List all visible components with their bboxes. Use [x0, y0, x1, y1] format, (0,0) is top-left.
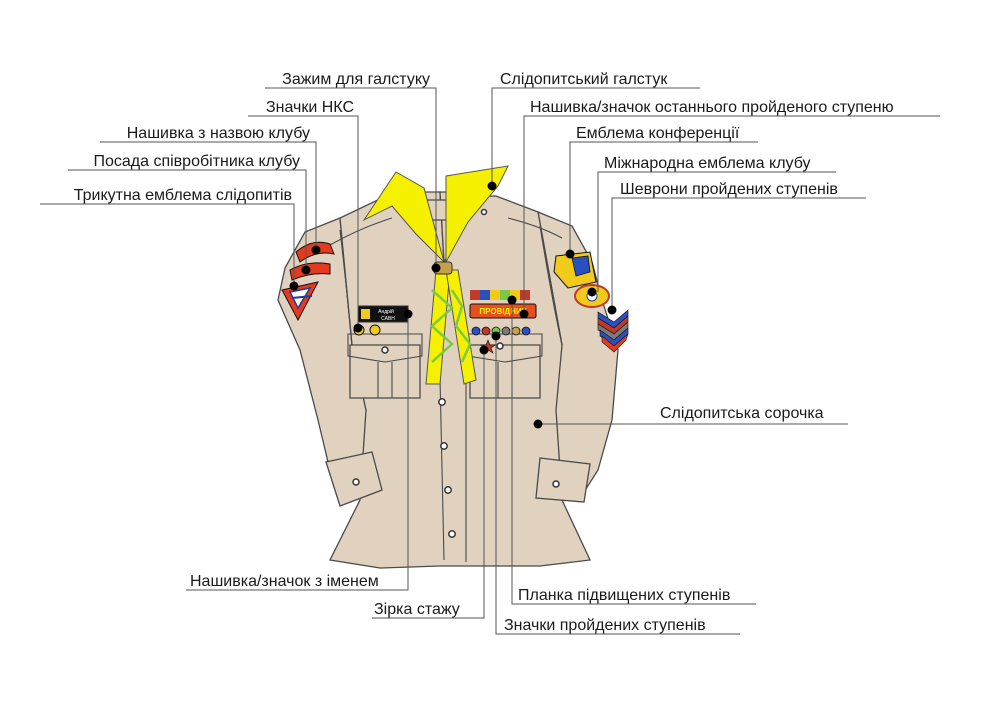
front-button-3	[444, 486, 452, 494]
marker-pathfinder-tie	[487, 181, 497, 191]
marker-pathfinder-shirt	[533, 419, 543, 429]
label-name-patch: Нашивка/значок з іменем	[190, 573, 379, 590]
class-chevrons-drawing	[597, 309, 629, 353]
leader-name-patch	[186, 314, 409, 591]
label-completed-class-badges: Значки пройдених ступенів	[504, 617, 706, 634]
bar-segment-5	[510, 290, 520, 300]
marker-triangle-emblem	[289, 281, 299, 291]
leader-completed-class-badges	[495, 336, 740, 635]
leader-club-staff-position	[68, 169, 307, 270]
placket-line-left	[439, 377, 445, 561]
left-armhole	[339, 229, 353, 346]
chevron-5	[601, 333, 629, 353]
front-button-4	[448, 530, 456, 538]
label-pathfinder-tie: Слідопитський галстук	[500, 71, 668, 88]
class-badge-2	[481, 326, 491, 336]
label-international-club-emblem: Міжнародна емблема клубу	[604, 155, 811, 172]
label-tie-clip: Зажим для галстуку	[282, 71, 430, 88]
marker-tie-clip	[431, 263, 441, 273]
label-conference-emblem: Емблема конференції	[576, 125, 740, 142]
leader-last-class-patch	[523, 115, 940, 314]
collar-button	[480, 208, 488, 216]
label-last-class-patch: Нашивка/значок останнього пройденого сту…	[530, 99, 894, 116]
leader-advanced-class-bar	[511, 300, 756, 605]
right-armhole	[539, 225, 563, 346]
pathfinder-shirt-drawing	[277, 191, 619, 569]
marker-advanced-class-bar	[507, 295, 517, 305]
marker-conference-emblem	[565, 249, 575, 259]
label-pathfinder-shirt: Слідопитська сорочка	[660, 405, 824, 422]
label-service-star: Зірка стажу	[374, 601, 460, 618]
conference-emblem-shield	[571, 255, 591, 277]
left-shoulder-seam	[329, 217, 393, 246]
marker-service-star	[479, 345, 489, 355]
right-cuff	[535, 457, 591, 503]
class-badge-6	[521, 326, 531, 336]
label-nks-badges: Значки НКС	[266, 99, 354, 116]
leader-club-name-patch	[100, 141, 317, 250]
nks-badge-2	[369, 324, 381, 336]
label-advanced-class-bar: Планка підвищених ступенів	[518, 587, 730, 604]
label-club-staff-position: Посада співробітника клубу	[93, 153, 300, 170]
front-button-2	[440, 442, 448, 450]
leader-nks-badges	[248, 115, 359, 328]
bar-segment-4	[500, 290, 510, 300]
marker-completed-class-badges	[491, 331, 501, 341]
marker-club-staff-position	[301, 265, 311, 275]
leader-class-chevrons	[611, 197, 866, 310]
left-pocket-pleat	[377, 362, 393, 398]
front-button-1	[438, 398, 446, 406]
marker-class-chevrons	[607, 305, 617, 315]
label-class-chevrons: Шеврони пройдених ступенів	[620, 181, 838, 198]
class-badge-4	[501, 326, 511, 336]
marker-international-club-emblem	[587, 287, 597, 297]
leader-lines	[40, 87, 940, 635]
label-triangle-emblem: Трикутна емблема слідопитів	[74, 187, 292, 204]
right-shoulder-seam	[507, 217, 563, 239]
advanced-class-bar-drawing	[470, 290, 530, 300]
leader-international-club-emblem	[597, 171, 836, 292]
marker-last-class-patch	[519, 309, 529, 319]
marker-club-name-patch	[311, 245, 321, 255]
left-pocket-button	[381, 346, 389, 354]
marker-name-patch	[403, 309, 413, 319]
right-pocket	[469, 344, 541, 399]
tie-cord	[430, 289, 472, 363]
left-pocket	[349, 344, 421, 399]
rank-patch-text: ПРОВІДНИК	[479, 307, 526, 316]
left-pocket-flap	[347, 333, 423, 363]
triangle-emblem-sword	[291, 295, 313, 299]
bar-segment-1	[470, 290, 480, 300]
leader-conference-emblem	[569, 141, 758, 254]
class-badge-5	[511, 326, 521, 336]
leader-triangle-emblem	[40, 203, 295, 286]
name-tag-logo	[361, 309, 370, 319]
class-badge-1	[471, 326, 481, 336]
label-club-name-patch: Нашивка з назвою клубу	[127, 125, 310, 142]
leader-tie-clip	[265, 87, 437, 268]
leader-pathfinder-tie	[491, 87, 700, 186]
name-tag-line2: САВН	[381, 316, 395, 322]
right-cuff-button	[552, 480, 560, 488]
rank-patch-drawing	[469, 303, 537, 319]
bar-segment-6	[520, 290, 530, 300]
marker-nks-badges	[353, 323, 363, 333]
bar-segment-3	[490, 290, 500, 300]
name-tag-line1: Андрій	[378, 308, 394, 315]
labels: Зажим для галстуку Слідопитський галстук…	[74, 71, 894, 634]
left-cuff-button	[352, 478, 360, 486]
bar-segment-2	[480, 290, 490, 300]
chest-items: Андрій САВН ПРОВІДНИК	[353, 290, 537, 354]
leader-service-star	[372, 350, 485, 619]
right-pocket-button	[496, 342, 504, 350]
tie-right-tail	[445, 269, 477, 385]
